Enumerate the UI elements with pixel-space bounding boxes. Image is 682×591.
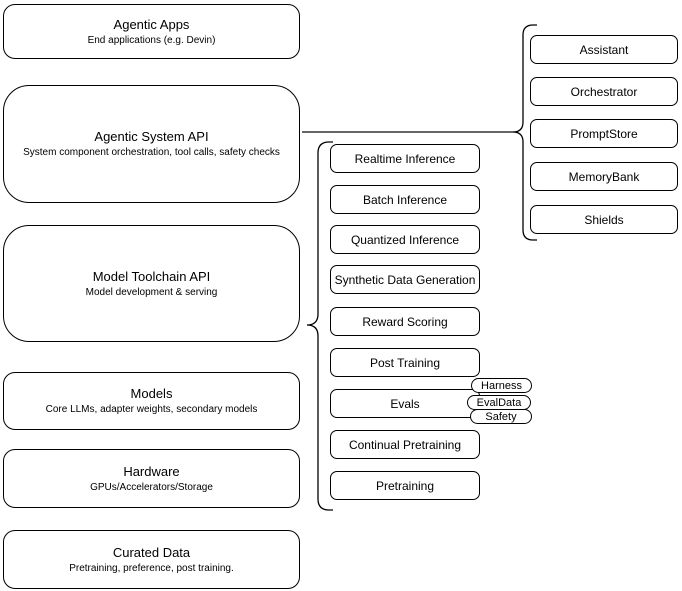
- layer-title: Agentic System API: [94, 129, 209, 144]
- layer-title: Curated Data: [112, 544, 191, 560]
- service-quantized-inference: Quantized Inference: [330, 225, 480, 254]
- component-shields: Shields: [530, 205, 678, 234]
- component-memorybank: MemoryBank: [530, 162, 678, 191]
- layer-subtitle: System component orchestration, tool cal…: [23, 147, 280, 158]
- service-post-training: Post Training: [330, 348, 480, 377]
- service-realtime-inference: Realtime Inference: [330, 144, 480, 173]
- component-assistant: Assistant: [530, 35, 678, 64]
- service-evals: Evals: [330, 389, 480, 418]
- service-continual-pretraining: Continual Pretraining: [330, 430, 480, 459]
- service-synthetic-data-generation: Synthetic Data Generation: [330, 265, 480, 294]
- eval-tag-evaldata: EvalData: [467, 395, 531, 410]
- layer-title: Agentic Apps: [113, 16, 190, 32]
- layer-agentic-system-api: Agentic System API System component orche…: [3, 85, 300, 203]
- component-promptstore: PromptStore: [530, 119, 678, 148]
- layer-title: Model Toolchain API: [92, 268, 211, 284]
- layer-subtitle: Model development & serving: [85, 286, 218, 298]
- layer-subtitle: GPUs/Accelerators/Storage: [90, 481, 213, 493]
- service-pretraining: Pretraining: [330, 471, 480, 500]
- component-orchestrator: Orchestrator: [530, 77, 678, 106]
- layer-subtitle: End applications (e.g. Devin): [87, 34, 216, 46]
- eval-tag-harness: Harness: [471, 378, 532, 393]
- layer-model-toolchain-api: Model Toolchain API Model development & s…: [3, 225, 300, 342]
- toolchain-brace: [306, 141, 333, 511]
- service-batch-inference: Batch Inference: [330, 185, 480, 214]
- layer-subtitle: Pretraining, preference, post training.: [69, 562, 234, 574]
- layer-title: Models: [130, 386, 173, 401]
- layer-title: Hardware: [123, 463, 180, 479]
- eval-tag-safety: Safety: [470, 409, 532, 424]
- components-brace: [512, 24, 537, 241]
- layer-subtitle: Core LLMs, adapter weights, secondary mo…: [45, 404, 258, 415]
- service-reward-scoring: Reward Scoring: [330, 307, 480, 336]
